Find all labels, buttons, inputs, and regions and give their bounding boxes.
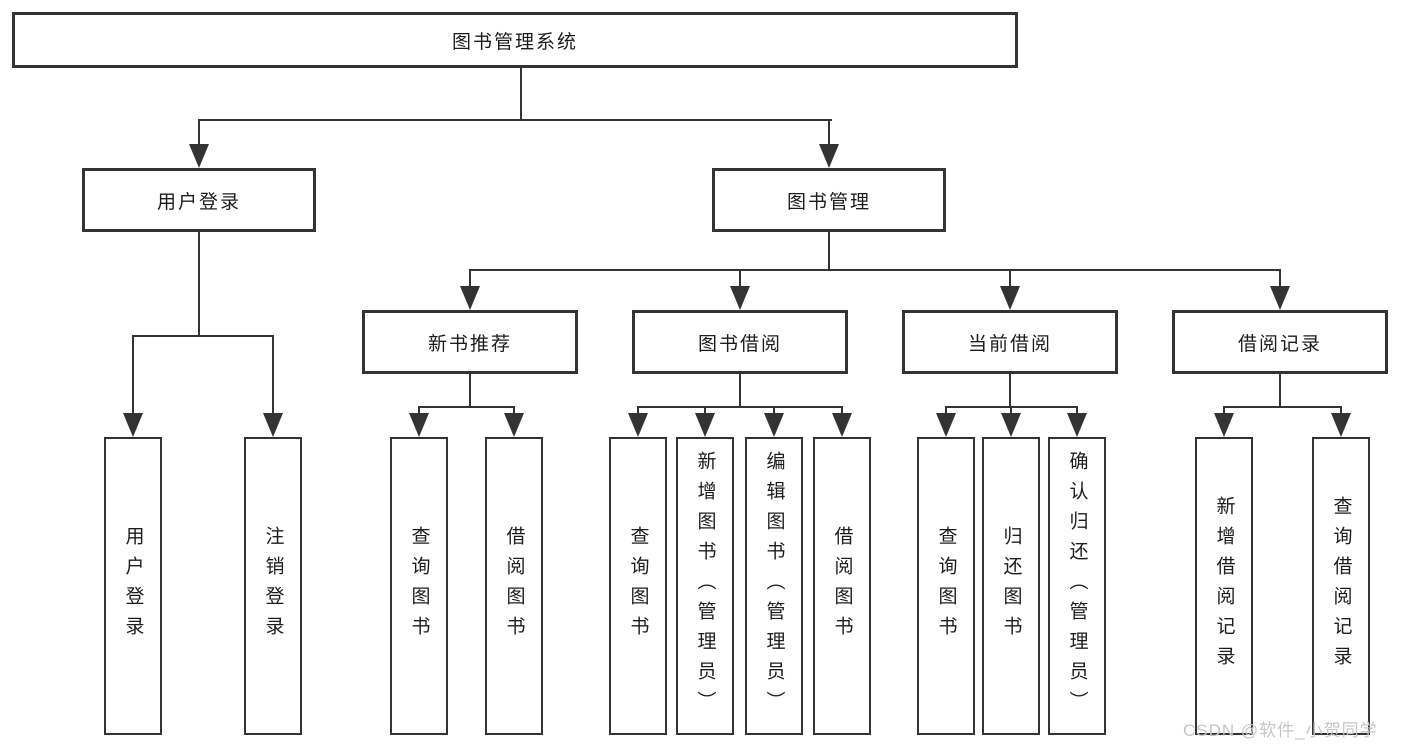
node-label: 借阅记录	[1237, 333, 1322, 355]
leaf-confirm-return-admin: 确认归还（管理员）	[1048, 437, 1106, 735]
node-label: 图书管理	[786, 191, 871, 213]
connector-line	[198, 119, 200, 144]
leaf-label: 查询图书	[935, 526, 957, 646]
connector-line	[198, 232, 200, 335]
arrowhead-down-icon	[936, 413, 956, 437]
leaf-label: 用户登录	[122, 526, 144, 646]
node-book-management: 图书管理	[712, 168, 946, 232]
connector-line	[469, 269, 471, 286]
connector-line	[1009, 374, 1011, 406]
connector-line	[1223, 406, 1342, 408]
leaf-edit-books-admin: 编辑图书（管理员）	[745, 437, 803, 735]
arrowhead-down-icon	[1270, 286, 1290, 310]
node-user-login: 用户登录	[82, 168, 316, 232]
connector-line	[469, 269, 1281, 271]
connector-line	[1279, 374, 1281, 406]
connector-line	[704, 406, 706, 413]
leaf-label: 查询图书	[627, 526, 649, 646]
leaf-return-books: 归还图书	[982, 437, 1040, 735]
node-label: 当前借阅	[967, 333, 1052, 355]
leaf-add-books-admin: 新增图书（管理员）	[676, 437, 734, 735]
arrowhead-down-icon	[1214, 413, 1234, 437]
arrowhead-down-icon	[695, 413, 715, 437]
connector-line	[469, 374, 471, 406]
connector-line	[637, 406, 639, 413]
arrowhead-down-icon	[189, 144, 209, 168]
connector-line	[198, 119, 832, 121]
arrowhead-down-icon	[730, 286, 750, 310]
connector-line	[637, 406, 843, 408]
leaf-logout: 注销登录	[244, 437, 302, 735]
arrowhead-down-icon	[1067, 413, 1087, 437]
leaf-query-books-3: 查询图书	[917, 437, 975, 735]
connector-line	[520, 68, 522, 119]
connector-line	[132, 335, 274, 337]
node-label: 新书推荐	[427, 333, 512, 355]
leaf-label: 借阅图书	[831, 526, 853, 646]
connector-line	[1340, 406, 1342, 413]
arrowhead-down-icon	[1001, 413, 1021, 437]
connector-line	[945, 406, 947, 413]
node-current-borrowing: 当前借阅	[902, 310, 1118, 374]
arrowhead-down-icon	[764, 413, 784, 437]
arrowhead-down-icon	[123, 413, 143, 437]
leaf-label: 归还图书	[1000, 526, 1022, 646]
leaf-label: 编辑图书（管理员）	[763, 451, 785, 721]
connector-line	[272, 335, 274, 413]
connector-line	[1010, 406, 1012, 413]
node-library-management-system: 图书管理系统	[12, 12, 1018, 68]
arrowhead-down-icon	[819, 144, 839, 168]
node-label: 图书管理系统	[451, 31, 578, 53]
leaf-label: 查询图书	[408, 526, 430, 646]
connector-line	[828, 232, 830, 269]
node-label: 图书借阅	[697, 333, 782, 355]
connector-line	[418, 406, 420, 413]
arrowhead-down-icon	[832, 413, 852, 437]
leaf-label: 注销登录	[262, 526, 284, 646]
connector-line	[513, 406, 515, 413]
connector-line	[1076, 406, 1078, 413]
connector-line	[1223, 406, 1225, 413]
connector-line	[773, 406, 775, 413]
connector-line	[739, 374, 741, 406]
leaf-label: 借阅图书	[503, 526, 525, 646]
connector-line	[1009, 269, 1011, 286]
leaf-borrow-books-1: 借阅图书	[485, 437, 543, 735]
leaf-label: 新增借阅记录	[1213, 496, 1235, 676]
node-label: 用户登录	[156, 191, 241, 213]
leaf-query-borrow-record: 查询借阅记录	[1312, 437, 1370, 735]
leaf-query-books-2: 查询图书	[609, 437, 667, 735]
leaf-label: 新增图书（管理员）	[694, 451, 716, 721]
connector-line	[841, 406, 843, 413]
connector-line	[418, 406, 515, 408]
connector-line	[132, 335, 134, 413]
leaf-label: 查询借阅记录	[1330, 496, 1352, 676]
arrowhead-down-icon	[1331, 413, 1351, 437]
leaf-add-borrow-record: 新增借阅记录	[1195, 437, 1253, 735]
connector-line	[1279, 269, 1281, 286]
connector-line	[828, 119, 830, 144]
leaf-label: 确认归还（管理员）	[1066, 451, 1088, 721]
node-book-borrowing: 图书借阅	[632, 310, 848, 374]
arrowhead-down-icon	[628, 413, 648, 437]
leaf-borrow-books-2: 借阅图书	[813, 437, 871, 735]
arrowhead-down-icon	[1000, 286, 1020, 310]
connector-line	[739, 269, 741, 286]
csdn-watermark: CSDN @软件_小贺同学	[1183, 721, 1378, 740]
leaf-user-login: 用户登录	[104, 437, 162, 735]
leaf-query-books-1: 查询图书	[390, 437, 448, 735]
arrowhead-down-icon	[409, 413, 429, 437]
arrowhead-down-icon	[504, 413, 524, 437]
node-new-book-recommendation: 新书推荐	[362, 310, 578, 374]
arrowhead-down-icon	[460, 286, 480, 310]
node-borrowing-records: 借阅记录	[1172, 310, 1388, 374]
arrowhead-down-icon	[263, 413, 283, 437]
